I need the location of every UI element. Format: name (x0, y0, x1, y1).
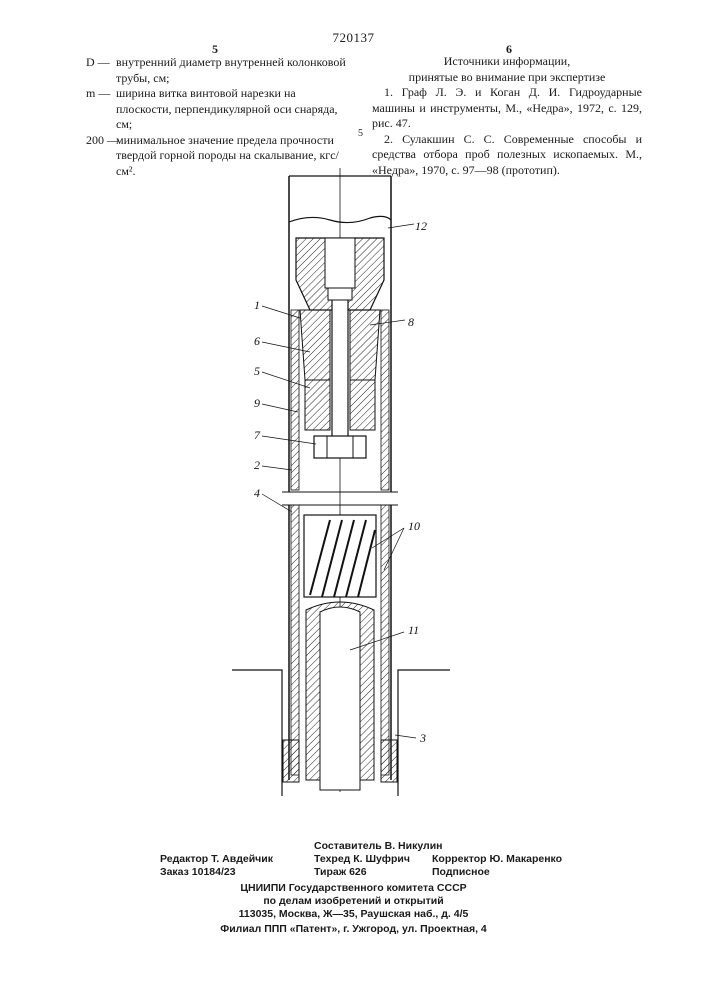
document-number: 720137 (0, 30, 707, 46)
legend-row: m — ширина витка винтовой нарезки на пло… (86, 86, 346, 133)
footer-compiler: Составитель В. Никулин (314, 840, 443, 852)
part-label-2: 2 (254, 458, 260, 472)
legend-text: ширина витка винтовой нарезки на плоскос… (116, 86, 346, 133)
legend-symbol: D — (86, 55, 116, 86)
footer-subscription: Подписное (432, 866, 490, 878)
part-label-8: 8 (408, 315, 414, 329)
part-label-7: 7 (254, 428, 261, 442)
footer-address: 113035, Москва, Ж—35, Раушская наб., д. … (0, 908, 707, 920)
ground-left (232, 670, 282, 796)
footer-techred: Техред К. Шуфрич (314, 853, 410, 865)
footer-org-line2: по делам изобретений и открытий (0, 895, 707, 907)
legend-row: D — внутренний диаметр внутренней колонк… (86, 55, 346, 86)
bolt (332, 292, 348, 442)
legend-symbol: m — (86, 86, 116, 133)
variable-legend: D — внутренний диаметр внутренней колонк… (86, 55, 346, 179)
part-label-11: 11 (408, 623, 419, 637)
footer-org: ЦНИИПИ Государственного комитета СССР (0, 882, 707, 894)
source-item: 1. Граф Л. Э. и Коган Д. И. Гидроударные… (372, 85, 642, 132)
legend-text: внутренний диаметр внутренней колонковой… (116, 55, 346, 86)
footer-branch: Филиал ППП «Патент», г. Ужгород, ул. Про… (0, 923, 707, 935)
sources-heading: Источники информации, (372, 54, 642, 70)
footer-editor: Редактор Т. Авдейчик (160, 853, 273, 865)
part-label-4: 4 (254, 486, 260, 500)
sources-subheading: принятые во внимание при экспертизе (372, 70, 642, 86)
sources-section: Источники информации, принятые во вниман… (372, 54, 642, 178)
part-label-9: 9 (254, 396, 260, 410)
drill-assembly-drawing: 12 1 8 6 5 9 7 2 4 10 11 3 (220, 168, 470, 796)
nut (314, 436, 366, 458)
footer-corrector: Корректор Ю. Макаренко (432, 853, 562, 865)
part-label-12: 12 (415, 219, 427, 233)
line-number: 5 (358, 128, 363, 139)
part-label-3: 3 (419, 731, 426, 745)
part-label-1: 1 (254, 298, 260, 312)
part-label-6: 6 (254, 334, 260, 348)
footer-circulation: Тираж 626 (314, 866, 367, 878)
footer-order: Заказ 10184/23 (160, 866, 236, 878)
legend-symbol: 200 — (86, 133, 116, 180)
part-label-5: 5 (254, 364, 260, 378)
part-label-10: 10 (408, 519, 420, 533)
